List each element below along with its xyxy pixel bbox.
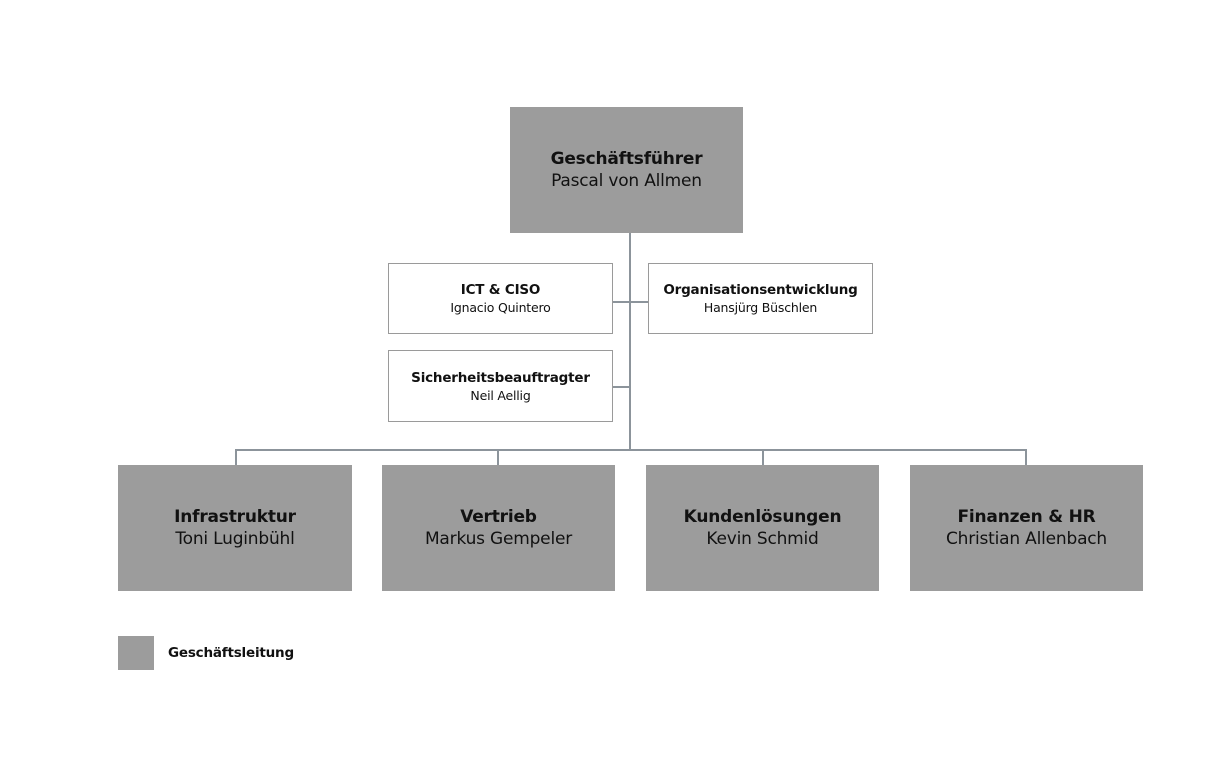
connector-staff-row-1 bbox=[612, 301, 649, 303]
legend-swatch bbox=[118, 636, 154, 670]
node-role: ICT & CISO bbox=[460, 282, 541, 298]
node-role: Organisationsentwicklung bbox=[663, 282, 858, 298]
node-person: Christian Allenbach bbox=[945, 529, 1108, 549]
node-role: Finanzen & HR bbox=[957, 507, 1096, 527]
node-person: Pascal von Allmen bbox=[551, 171, 702, 191]
node-person: Markus Gempeler bbox=[424, 529, 573, 549]
node-finanzen-hr: Finanzen & HR Christian Allenbach bbox=[910, 465, 1143, 591]
connector-drop-1 bbox=[235, 449, 237, 465]
node-person: Neil Aellig bbox=[470, 387, 531, 403]
connector-trunk bbox=[629, 232, 631, 450]
node-person: Kevin Schmid bbox=[706, 529, 819, 549]
legend-label: Geschäftsleitung bbox=[168, 645, 294, 661]
node-ict-ciso: ICT & CISO Ignacio Quintero bbox=[388, 263, 613, 334]
node-person: Hansjürg Büschlen bbox=[703, 300, 818, 315]
node-managing-director: Geschäftsführer Pascal von Allmen bbox=[510, 107, 743, 233]
node-role: Kundenlösungen bbox=[683, 507, 842, 527]
node-role: Vertrieb bbox=[460, 507, 537, 527]
node-organisationsentwicklung: Organisationsentwicklung Hansjürg Büschl… bbox=[648, 263, 873, 334]
connector-departments-bar bbox=[235, 449, 1027, 451]
node-infrastruktur: Infrastruktur Toni Luginbühl bbox=[118, 465, 352, 591]
node-sicherheitsbeauftragter: Sicherheitsbeauftragter Neil Aellig bbox=[388, 350, 613, 422]
node-kundenloesungen: Kundenlösungen Kevin Schmid bbox=[646, 465, 879, 591]
connector-drop-3 bbox=[762, 449, 764, 465]
node-person: Ignacio Quintero bbox=[450, 300, 551, 315]
node-role: Infrastruktur bbox=[174, 507, 296, 527]
connector-drop-2 bbox=[497, 449, 499, 465]
node-vertrieb: Vertrieb Markus Gempeler bbox=[382, 465, 615, 591]
connector-drop-4 bbox=[1025, 449, 1027, 465]
connector-staff-row-2 bbox=[612, 386, 630, 388]
node-role: Sicherheitsbeauftragter bbox=[411, 369, 590, 386]
node-role: Geschäftsführer bbox=[550, 149, 703, 169]
node-person: Toni Luginbühl bbox=[175, 529, 295, 549]
